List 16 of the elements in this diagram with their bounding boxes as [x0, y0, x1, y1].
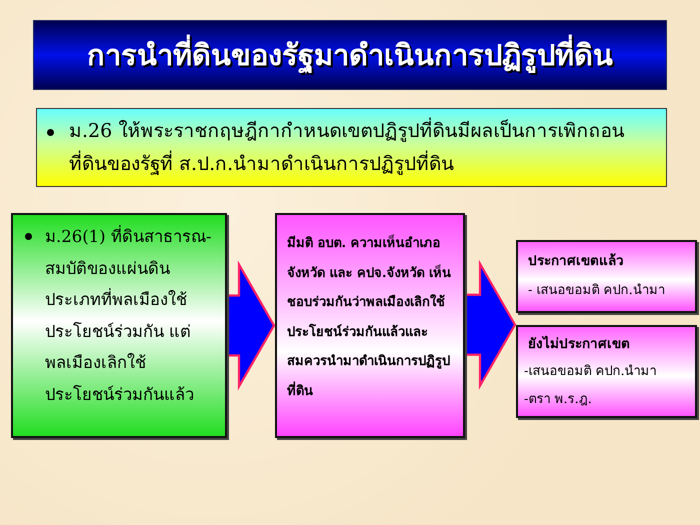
- bullet-text: ม.26 ให้พระราชกฤษฎีกากำหนดเขตปฏิรูปที่ดินมีผลเป็นการเพิกถอนที่ดินของรัฐที่ ส.ป.ก.นำมาดำเนินการปฏิรูปที่ดิน: [69, 115, 659, 181]
- bullet-text: ม.26(1) ที่ดินสาธารณ-สมบัติของแผ่นดินประเภทที่พลเมืองใช้ประโยชน์ร่วมกัน แต่พลเมืองเลิกใช้ประโยชน์ร่วมกันแล้ว: [45, 224, 212, 406]
- box-text: มีมติ อบต. ความเห็นอำเภอ จังหวัด และ คปจ.จังหวัด เห็นชอบร่วมกันว่าพลเมืองเลิกใช้ประโยชน์ร่วมกันแล้วและสมควรนำมาดำเนินการปฏิรูปที่ดิน: [287, 234, 452, 400]
- block-arrow: [226, 260, 276, 391]
- list-item: - เสนอขอมติ คปก.นำมา: [528, 282, 666, 300]
- note-box: [36, 108, 667, 187]
- title: การนำที่ดินของรัฐมาดำเนินการปฏิรูปที่ดิน: [87, 32, 613, 78]
- process-box: [11, 213, 227, 438]
- process-box: [275, 213, 465, 438]
- list-item: -ตรา พ.ร.ฎ.: [524, 391, 593, 409]
- box-heading: ยังไม่ประกาศเขต: [528, 334, 631, 354]
- list-item: -เสนอขอมติ คปก.นำมา: [524, 363, 658, 381]
- box-heading: ประกาศเขตแล้ว: [528, 252, 625, 271]
- result-box: [516, 325, 697, 418]
- result-box: [516, 240, 697, 313]
- block-arrow: [464, 260, 516, 390]
